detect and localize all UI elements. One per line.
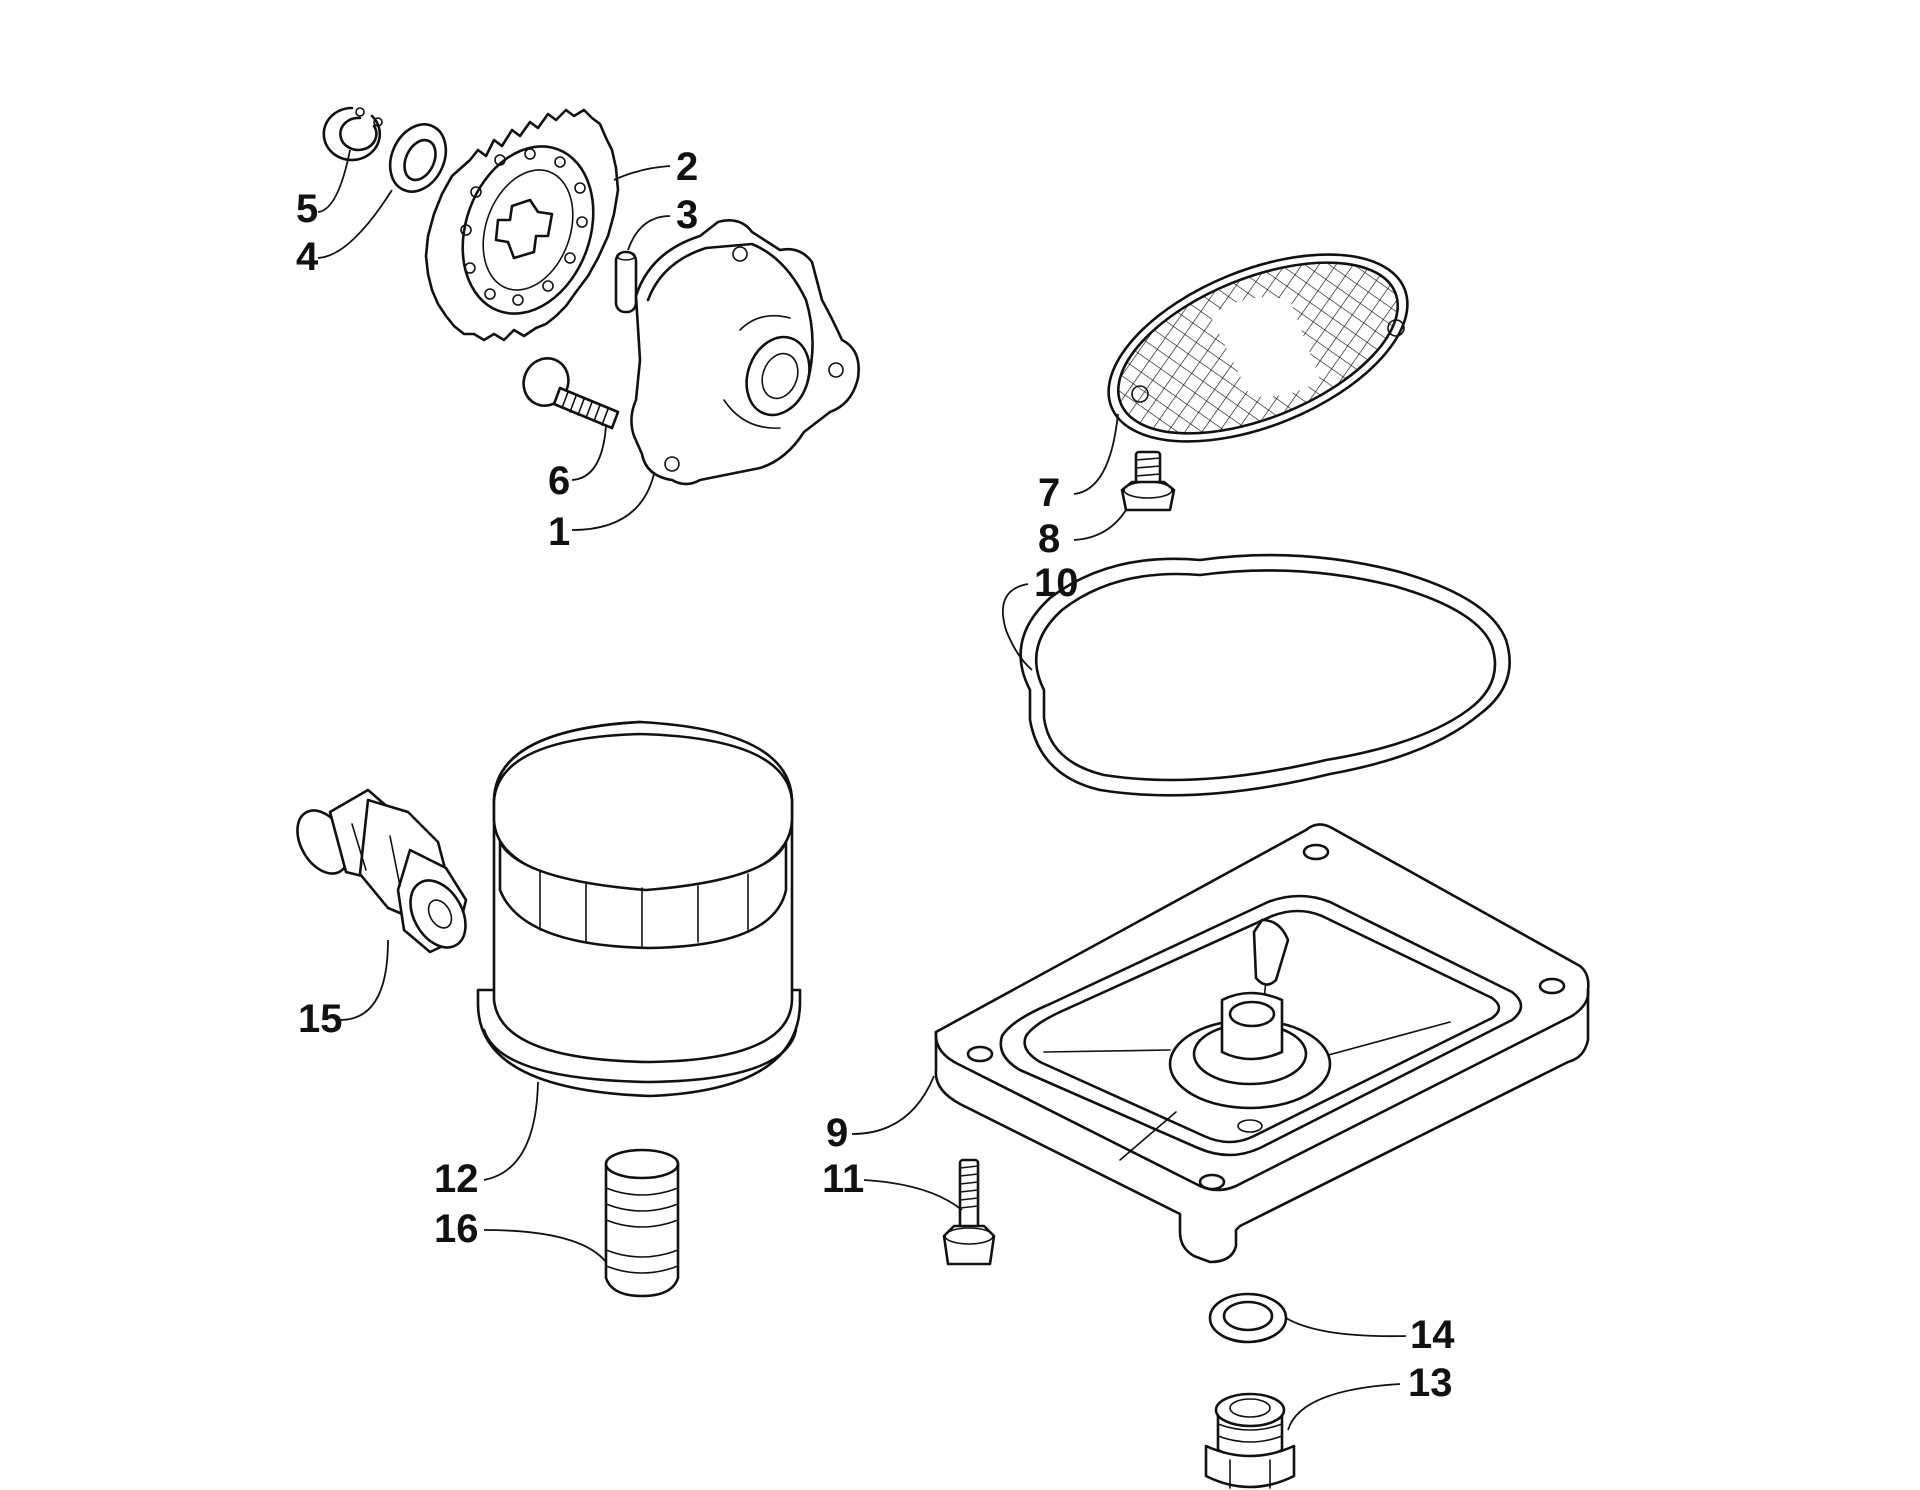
drain-plug-washer [1208,1292,1288,1344]
pump-screw [522,357,620,430]
callout-2: 2 [676,145,698,189]
callout-8: 8 [1038,517,1060,561]
callout-6: 6 [548,459,570,503]
callout-5: 5 [296,187,318,231]
callout-10: 10 [1034,561,1079,605]
callout-13: 13 [1408,1361,1453,1405]
callout-3: 3 [676,193,698,237]
callout-1: 1 [548,510,570,554]
cover-bolt [942,1158,996,1266]
callout-labels: 1 2 3 4 5 6 7 8 9 10 11 12 13 14 15 16 [296,145,1455,1405]
pressure-switch [296,788,468,954]
dowel-pin [614,250,638,314]
pump-gear [424,108,620,342]
leader-lines [317,149,1407,1431]
cover-gasket [1019,553,1511,797]
callout-12: 12 [434,1157,479,1201]
callout-4: 4 [296,235,319,279]
strainer-cover [934,823,1590,1264]
circlip [322,106,383,162]
oil-filter [476,720,802,1098]
pump-housing [630,219,860,486]
callout-9: 9 [826,1111,848,1155]
filter-nipple [604,1148,680,1298]
callout-16: 16 [434,1207,479,1251]
oil-strainer-screen [1094,253,1422,443]
drain-plug [1204,1392,1296,1489]
screen-screw [1120,450,1176,512]
callout-7: 7 [1038,471,1060,515]
washer [388,123,448,193]
callout-14: 14 [1410,1313,1455,1357]
callout-11: 11 [822,1157,864,1201]
callout-15: 15 [298,997,343,1041]
